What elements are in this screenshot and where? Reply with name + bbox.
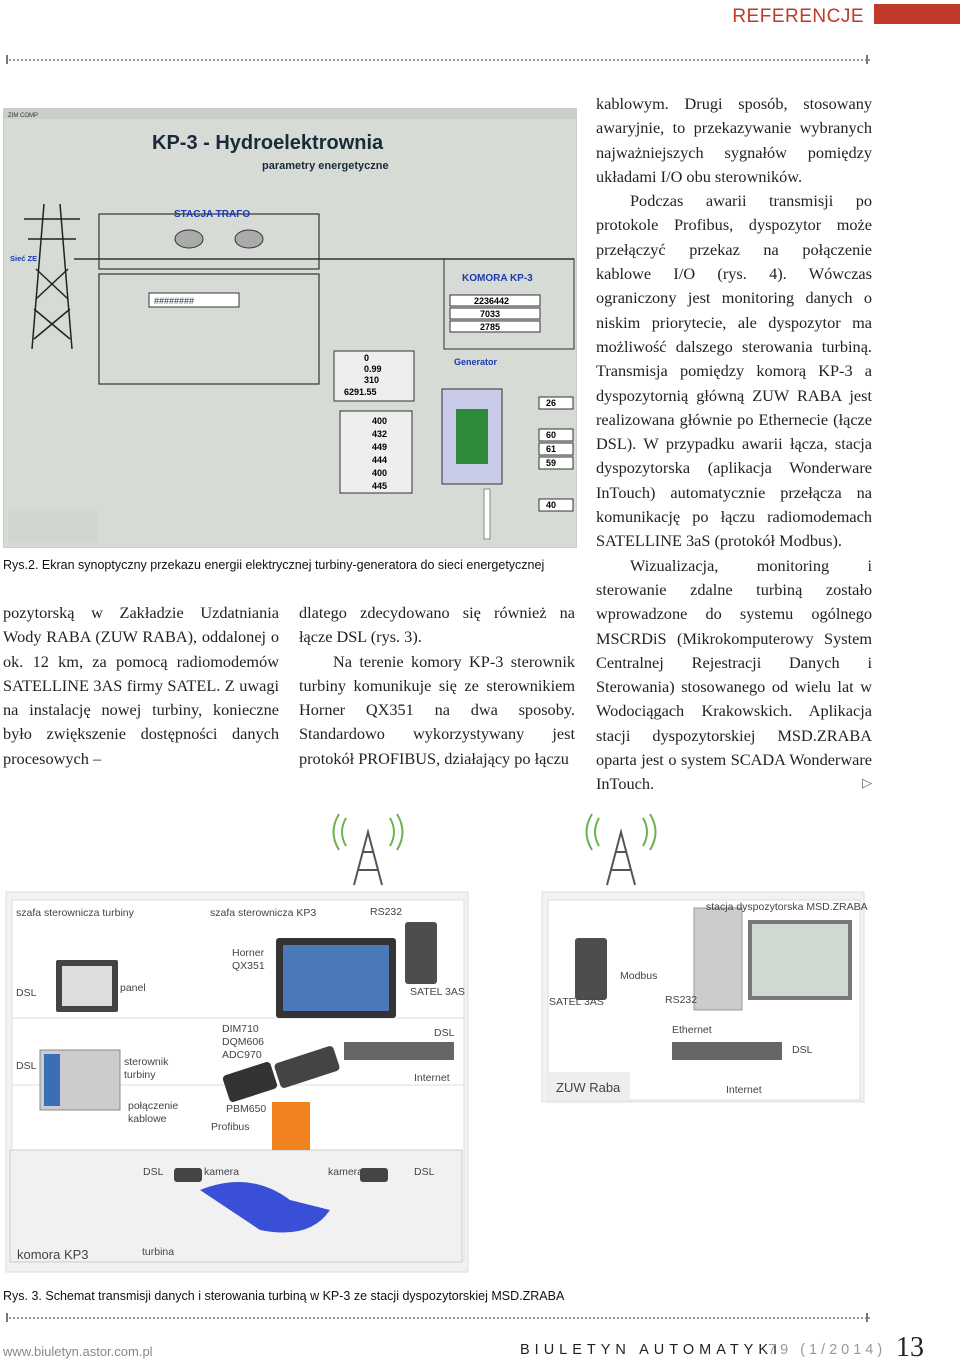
text-column-3: kablowym. Drugi sposób, stosowany awaryj… [596, 92, 872, 797]
label-cable: połączenie [128, 1100, 179, 1112]
header-rule [6, 59, 870, 61]
voltage-5: 400 [372, 468, 387, 478]
label-zuw-raba: ZUW Raba [556, 1080, 621, 1095]
label-dsl: DSL [434, 1027, 455, 1039]
label-dsl: DSL [16, 1060, 37, 1072]
label-plc: sterownik [124, 1056, 169, 1068]
radio-tower-icon [585, 813, 657, 886]
label-pbm650: PBM650 [226, 1103, 267, 1115]
label-internet: Internet [726, 1084, 762, 1096]
footer-rule [6, 1317, 870, 1319]
grid-label: Sieć ZE [10, 254, 37, 263]
param-2: 0.99 [364, 364, 382, 374]
label-dqm: DQM606 [222, 1036, 265, 1048]
rule-tick [866, 55, 868, 64]
label-adc: ADC970 [222, 1049, 262, 1061]
label-rs232: RS232 [370, 906, 403, 918]
label-ethernet: Ethernet [672, 1024, 712, 1036]
section-label: REFERENCJE [732, 6, 864, 27]
voltage-1: 400 [372, 416, 387, 426]
param-3: 310 [364, 375, 379, 385]
voltage-2: 432 [372, 429, 387, 439]
paragraph: Na terenie komory KP-3 sterownik turbiny… [299, 651, 575, 768]
temp-4: 59 [546, 458, 556, 468]
end-of-article-icon: ▷ [862, 776, 872, 792]
section-accent-bar [874, 4, 960, 24]
page-number: 13 [896, 1332, 924, 1363]
label-rs232: RS232 [665, 994, 698, 1006]
param-1: 0 [364, 353, 369, 363]
paragraph: Podczas awarii transmisji po protokole P… [596, 191, 872, 551]
screen-title: KP-3 - Hydroelektrownia [152, 132, 384, 154]
chamber-label: KOMORA KP-3 [462, 273, 533, 284]
temp-2: 60 [546, 430, 556, 440]
label-plc-2: turbiny [124, 1069, 156, 1081]
figure2-caption: Rys.2. Ekran synoptyczny przekazu energi… [3, 558, 545, 572]
label-cabinet-kp3: szafa sterownicza KP3 [210, 907, 317, 919]
label-dsl: DSL [16, 987, 37, 999]
label-camera: kamera [204, 1166, 240, 1178]
label-dsl: DSL [414, 1166, 435, 1178]
voltage-4: 444 [372, 455, 387, 465]
energy-2: 7033 [480, 309, 500, 319]
temp-3: 61 [546, 444, 556, 454]
radio-tower-icon [332, 813, 404, 886]
svg-text:ZIM COMP: ZIM COMP [8, 113, 38, 119]
label-camera: kamera [328, 1166, 364, 1178]
synoptic-diagram: ZIM COMP KP-3 - Hydroelektrownia paramet… [4, 109, 576, 543]
screen-subtitle: parametry energetyczne [262, 160, 389, 172]
figure3-caption: Rys. 3. Schemat transmisji danych i ster… [3, 1289, 565, 1303]
footer-url-link[interactable]: www.biuletyn.astor.com.pl [3, 1344, 153, 1359]
synoptic-screen: ZIM COMP KP-3 - Hydroelektrownia paramet… [3, 108, 577, 548]
pylon-icon [24, 203, 80, 350]
voltage-3: 449 [372, 442, 387, 452]
paragraph: pozytorską w Zakładzie Uzdatniania Wody … [3, 603, 279, 768]
label-profibus: Profibus [211, 1121, 250, 1133]
label-cable-2: kablowe [128, 1113, 167, 1125]
transmission-schematic: szafa sterownicza turbiny szafa sterowni… [0, 810, 870, 1280]
magazine-title: BIULETYN AUTOMATYKI [520, 1342, 783, 1358]
label-dim: DIM710 [222, 1023, 259, 1035]
rule-tick [6, 55, 8, 64]
label-internet: Internet [414, 1072, 450, 1084]
label-cabinet-turbine: szafa sterownicza turbiny [16, 907, 134, 919]
station-label: STACJA TRAFO [174, 209, 250, 220]
label-dsl: DSL [792, 1044, 813, 1056]
temp-5: 40 [546, 500, 556, 510]
label-horner: Horner [232, 947, 265, 959]
text-column-1: pozytorską w Zakładzie Uzdatniania Wody … [3, 601, 279, 771]
label-station: stacja dyspozytorska MSD.ZRABA [706, 901, 868, 913]
rule-tick [866, 1313, 868, 1322]
label-chamber: komora KP3 [17, 1247, 89, 1262]
energy-1: 2236442 [474, 296, 509, 306]
svg-text:########: ######## [154, 296, 194, 306]
voltage-6: 445 [372, 481, 387, 491]
label-qx351: QX351 [232, 960, 265, 972]
label-satel: SATEL 3AS [410, 986, 465, 998]
text-column-2: dlatego zdecydowano się również na łącze… [299, 601, 575, 771]
temp-1: 26 [546, 398, 556, 408]
label-dsl: DSL [143, 1166, 164, 1178]
paragraph: Wizualizacja, monitoring i sterowanie zd… [596, 554, 872, 797]
param-4: 6291.55 [344, 387, 377, 397]
label-satel: SATEL 3AS [549, 996, 604, 1008]
generator-label: Generator [454, 357, 498, 367]
issue-number: 79 (1/2014) [768, 1342, 887, 1358]
label-turbine: turbina [142, 1246, 175, 1258]
rule-tick [6, 1313, 8, 1322]
label-panel: panel [120, 982, 146, 994]
schematic-graphics [5, 813, 865, 1273]
paragraph: dlatego zdecydowano się również na łącze… [299, 603, 575, 647]
label-modbus: Modbus [620, 970, 658, 982]
energy-3: 2785 [480, 322, 500, 332]
paragraph: kablowym. Drugi sposób, stosowany awaryj… [596, 94, 872, 186]
